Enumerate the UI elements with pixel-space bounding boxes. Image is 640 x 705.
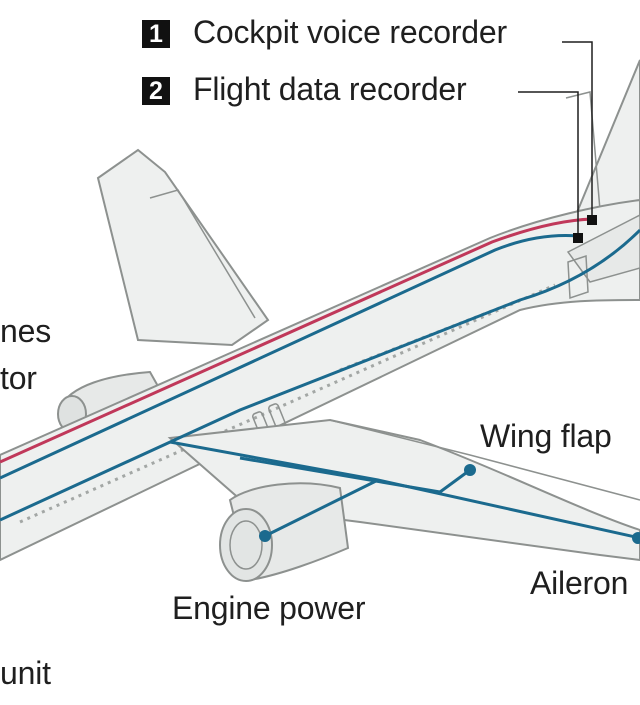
near-wing-flap bbox=[329, 419, 640, 501]
far-wing-flap bbox=[149, 189, 256, 319]
data-recorder-marker bbox=[573, 233, 583, 243]
data-recorder-leader bbox=[518, 91, 579, 238]
data-recorder-wire bbox=[0, 234, 579, 480]
label-wing-flap: Wing flap bbox=[480, 418, 612, 454]
legend-label-voice-recorder: Cockpit voice recorder bbox=[193, 14, 507, 50]
label-bottom-left: unit bbox=[0, 655, 51, 691]
legend-badge-2: 2 bbox=[142, 77, 170, 105]
aileron-sensor bbox=[632, 532, 640, 544]
voice-recorder-leader bbox=[562, 41, 593, 220]
tail-fin-edge bbox=[565, 91, 601, 211]
rear-door bbox=[567, 254, 589, 300]
window-row bbox=[19, 283, 556, 524]
wing-flap-wire bbox=[239, 456, 471, 494]
legend-label-data-recorder: Flight data recorder bbox=[193, 71, 467, 107]
voice-recorder-wire bbox=[0, 217, 593, 464]
wing-flap-sensor bbox=[464, 464, 476, 476]
legend-badge-1: 1 bbox=[142, 20, 170, 48]
engine-power-sensor bbox=[259, 530, 271, 542]
voice-recorder-marker bbox=[587, 215, 597, 225]
lower-sensor-wire bbox=[0, 228, 640, 522]
engine-power-wire bbox=[264, 478, 379, 538]
label-engine-power: Engine power bbox=[172, 590, 366, 626]
label-left-lower: tor bbox=[0, 360, 37, 396]
label-left-upper: nes bbox=[0, 313, 51, 349]
near-engine-intake bbox=[219, 508, 273, 582]
label-aileron: Aileron bbox=[530, 565, 629, 601]
far-wing bbox=[96, 148, 270, 347]
near-engine-core bbox=[229, 520, 263, 570]
